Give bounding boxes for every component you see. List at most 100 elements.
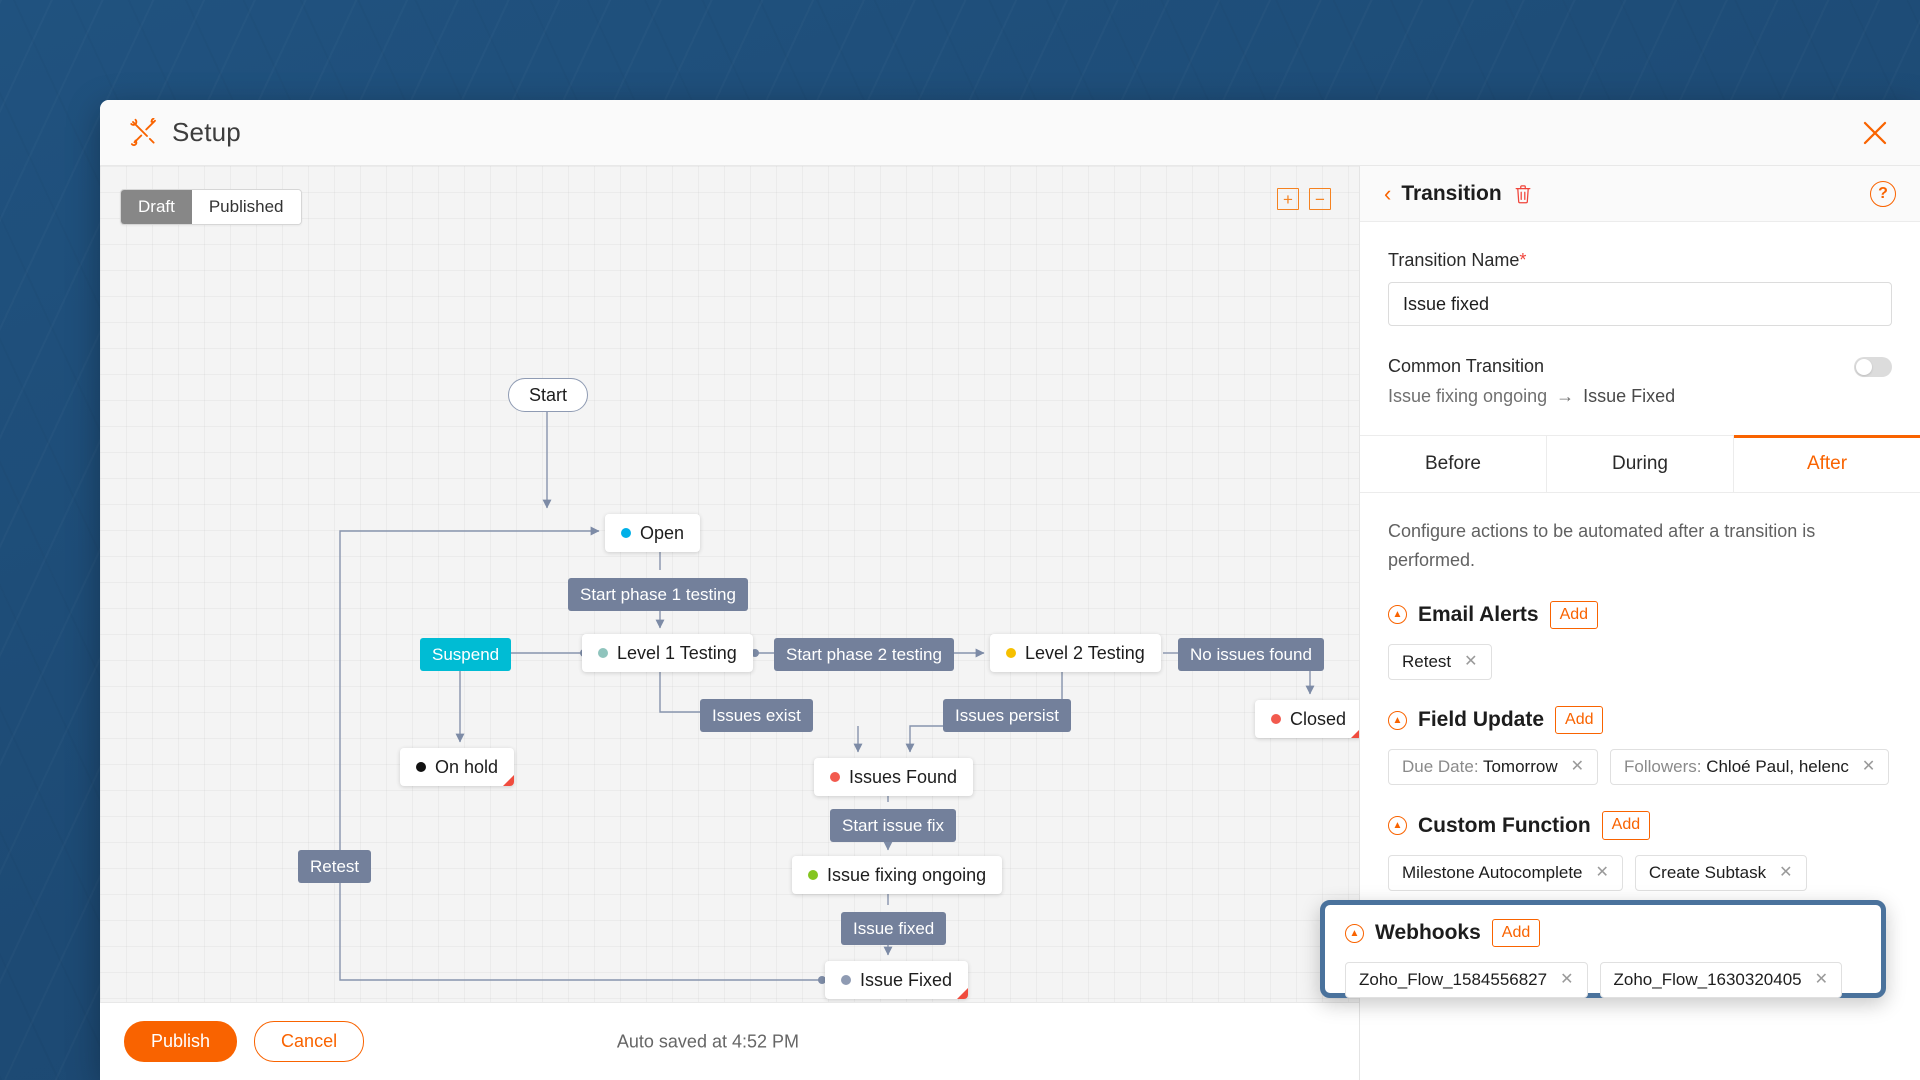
transition-label-issues-persist[interactable]: Issues persist <box>943 699 1071 733</box>
transition-label-retest[interactable]: Retest <box>298 850 372 884</box>
node-issue-fixing-ongoing[interactable]: Issue fixing ongoing <box>792 856 1003 894</box>
chevron-left-icon[interactable]: ‹ <box>1384 180 1392 206</box>
close-icon[interactable] <box>1860 118 1890 148</box>
chip-custom-function-milestone[interactable]: Milestone Autocomplete ✕ <box>1388 854 1623 891</box>
status-dot-icon <box>621 528 631 538</box>
remove-chip-icon[interactable]: ✕ <box>1464 652 1478 670</box>
section-field-update: ▲ Field Update Add Due Date: Tomorrow ✕ <box>1388 705 1892 786</box>
cancel-button[interactable]: Cancel <box>254 1021 365 1062</box>
panel-content: Configure actions to be automated after … <box>1360 493 1920 946</box>
node-open[interactable]: Open <box>605 514 701 552</box>
common-transition-toggle[interactable] <box>1854 356 1892 377</box>
chip-field-update-due-date[interactable]: Due Date: Tomorrow ✕ <box>1388 749 1598 786</box>
node-issue-fixed[interactable]: Issue Fixed <box>825 961 969 999</box>
chip-value: Tomorrow <box>1482 757 1558 777</box>
panel-tabs: Before During After <box>1360 435 1920 493</box>
autosave-status: Auto saved at 4:52 PM <box>616 1031 799 1051</box>
transition-name-input[interactable] <box>1388 282 1892 326</box>
transition-label-issues-exist[interactable]: Issues exist <box>700 699 813 733</box>
add-custom-function-button[interactable]: Add <box>1601 811 1651 840</box>
chip-value: Chloé Paul, helenc <box>1706 757 1849 777</box>
arrow-right-icon: → <box>1556 386 1575 406</box>
workflow-canvas[interactable]: Draft Published + − <box>100 166 1359 1002</box>
zoom-in-button[interactable]: + <box>1277 188 1299 210</box>
chip-webhook-2[interactable]: Zoho_Flow_1630320405 ✕ <box>1599 962 1843 999</box>
node-label: Issues Found <box>849 766 958 787</box>
zoom-out-button[interactable]: − <box>1309 188 1331 210</box>
node-on-hold[interactable]: On hold <box>400 748 515 786</box>
common-transition-row: Common Transition <box>1388 356 1892 377</box>
remove-chip-icon[interactable]: ✕ <box>1560 971 1574 989</box>
section-header: ▲ Custom Function Add <box>1388 811 1892 840</box>
common-transition-to: Issue Fixed <box>1583 386 1676 406</box>
transition-label-start-phase-2[interactable]: Start phase 2 testing <box>774 638 954 672</box>
remove-chip-icon[interactable]: ✕ <box>1861 758 1876 776</box>
status-dot-icon <box>416 762 426 772</box>
remove-chip-icon[interactable]: ✕ <box>1595 863 1609 881</box>
chip-email-alert[interactable]: Retest ✕ <box>1388 643 1492 680</box>
chip-list: Due Date: Tomorrow ✕ Followers: Chloé Pa… <box>1388 749 1892 786</box>
add-field-update-button[interactable]: Add <box>1555 705 1604 735</box>
section-header: ▲ Field Update Add <box>1388 705 1892 735</box>
window-body: Draft Published + − <box>100 166 1920 1080</box>
publish-button[interactable]: Publish <box>124 1021 238 1062</box>
node-closed[interactable]: Closed <box>1255 700 1359 738</box>
segment-draft[interactable]: Draft <box>121 190 192 225</box>
node-level-2-testing[interactable]: Level 2 Testing <box>990 634 1161 672</box>
setup-modal-window: Setup Draft Published + − <box>100 100 1920 1080</box>
transition-name-label: Transition Name* <box>1388 250 1892 271</box>
chevron-up-icon[interactable]: ▲ <box>1388 710 1407 730</box>
add-webhook-button[interactable]: Add <box>1491 919 1541 948</box>
remove-chip-icon[interactable]: ✕ <box>1779 863 1793 881</box>
node-corner-flag-icon <box>503 775 515 786</box>
panel-title: Transition <box>1401 181 1502 205</box>
node-level-1-testing[interactable]: Level 1 Testing <box>582 634 753 672</box>
node-issues-found[interactable]: Issues Found <box>814 758 974 796</box>
chevron-up-icon[interactable]: ▲ <box>1388 605 1407 625</box>
section-header: ▲ Email Alerts Add <box>1388 600 1892 629</box>
transition-label-suspend[interactable]: Suspend <box>420 638 512 672</box>
node-start[interactable]: Start <box>508 378 589 412</box>
chip-key: Due Date: <box>1402 757 1479 777</box>
tab-before[interactable]: Before <box>1360 436 1547 492</box>
status-dot-icon <box>598 648 608 658</box>
transition-label-start-issue-fix[interactable]: Start issue fix <box>830 809 957 843</box>
trash-icon[interactable] <box>1514 184 1532 204</box>
tab-after[interactable]: After <box>1734 435 1920 492</box>
segment-published[interactable]: Published <box>191 190 301 225</box>
node-label: On hold <box>435 756 499 777</box>
panel-header: ‹ Transition ? <box>1360 166 1920 222</box>
node-corner-flag-icon <box>1351 727 1359 738</box>
status-dot-icon <box>841 975 851 985</box>
transition-label-no-issues-found[interactable]: No issues found <box>1178 638 1324 672</box>
tools-icon <box>130 117 156 146</box>
chip-value: Zoho_Flow_1584556827 <box>1359 970 1548 990</box>
node-label: Level 1 Testing <box>617 642 737 663</box>
tab-during[interactable]: During <box>1547 436 1734 492</box>
chevron-up-icon[interactable]: ▲ <box>1345 923 1364 943</box>
draft-published-toggle[interactable]: Draft Published <box>120 189 302 226</box>
section-header: ▲ Webhooks Add <box>1345 919 1861 948</box>
chip-value: Milestone Autocomplete <box>1402 862 1583 882</box>
chip-custom-function-subtask[interactable]: Create Subtask ✕ <box>1634 854 1807 891</box>
chip-list: Zoho_Flow_1584556827 ✕ Zoho_Flow_1630320… <box>1345 962 1861 999</box>
transition-label-issue-fixed[interactable]: Issue fixed <box>841 912 947 946</box>
common-transition-from: Issue fixing ongoing <box>1388 386 1548 406</box>
common-transition-label: Common Transition <box>1388 356 1545 376</box>
help-icon[interactable]: ? <box>1870 180 1896 207</box>
chip-field-update-followers[interactable]: Followers: Chloé Paul, helenc ✕ <box>1610 749 1890 786</box>
toggle-knob <box>1856 358 1872 375</box>
common-transition-value: Issue fixing ongoing → Issue Fixed <box>1388 386 1892 407</box>
remove-chip-icon[interactable]: ✕ <box>1814 971 1829 989</box>
add-email-alert-button[interactable]: Add <box>1549 600 1599 629</box>
status-dot-icon <box>830 772 840 782</box>
section-title: Custom Function <box>1418 813 1591 837</box>
node-label: Level 2 Testing <box>1025 642 1145 663</box>
zoom-controls: + − <box>1277 188 1331 210</box>
section-title: Email Alerts <box>1418 602 1539 626</box>
chip-list: Milestone Autocomplete ✕ Create Subtask … <box>1388 854 1892 891</box>
remove-chip-icon[interactable]: ✕ <box>1570 758 1584 776</box>
chevron-up-icon[interactable]: ▲ <box>1388 816 1407 836</box>
chip-webhook-1[interactable]: Zoho_Flow_1584556827 ✕ <box>1345 962 1588 999</box>
transition-label-start-phase-1[interactable]: Start phase 1 testing <box>568 578 748 612</box>
